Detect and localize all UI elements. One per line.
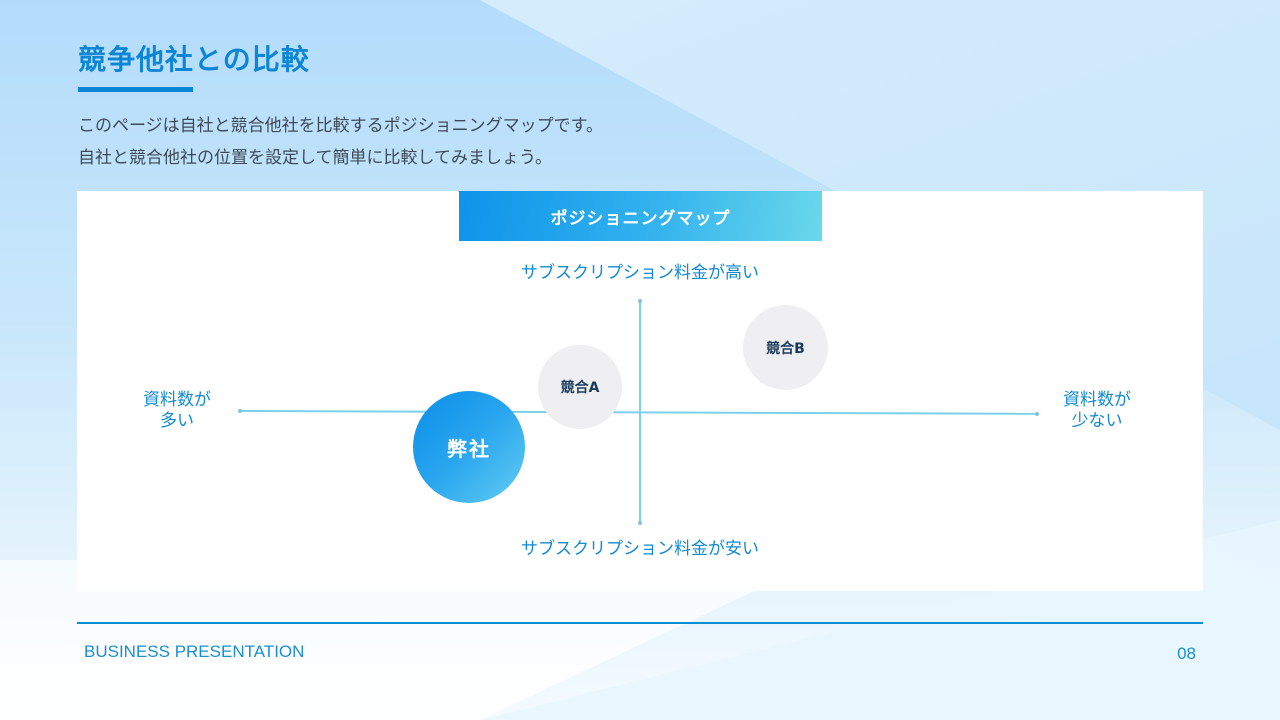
axis-label-right-line: 少ない	[1071, 411, 1123, 431]
vertical-axis	[639, 301, 641, 523]
axis-endpoint	[1035, 412, 1039, 416]
axis-label-top: サブスクリプション料金が高い	[521, 263, 759, 283]
page-title: 競争他社との比較	[78, 43, 310, 76]
description-line: 自社と競合他社の位置を設定して簡単に比較してみましょう。	[78, 148, 552, 168]
axis-label-left-line: 多い	[160, 411, 194, 431]
axis-label-bottom: サブスクリプション料金が安い	[521, 539, 759, 559]
axis-label-left: 資料数が 多い	[127, 390, 227, 432]
footer-label: BUSINESS PRESENTATION	[84, 642, 305, 661]
axis-endpoint	[638, 299, 642, 303]
description: このページは自社と競合他社を比較するポジショニングマップです。 自社と競合他社の…	[78, 110, 603, 174]
map-header: ポジショニングマップ	[459, 191, 822, 241]
axis-endpoint	[238, 409, 242, 413]
axis-label-right-line: 資料数が	[1063, 390, 1131, 410]
page-number: 08	[1177, 644, 1196, 663]
description-line: このページは自社と競合他社を比較するポジショニングマップです。	[78, 116, 603, 136]
axis-endpoint	[638, 521, 642, 525]
title-underline	[78, 87, 193, 92]
footer-divider	[77, 622, 1203, 624]
axis-label-left-line: 資料数が	[143, 390, 211, 410]
axis-label-right: 資料数が 少ない	[1047, 390, 1147, 432]
bubble-competitor-a[interactable]: 競合A	[538, 345, 622, 429]
bubble-competitor-b[interactable]: 競合B	[743, 305, 828, 390]
positioning-map: ポジショニングマップ サブスクリプション料金が高い サブスクリプション料金が安い…	[77, 191, 1203, 591]
bubble-own-company[interactable]: 弊社	[413, 391, 525, 503]
